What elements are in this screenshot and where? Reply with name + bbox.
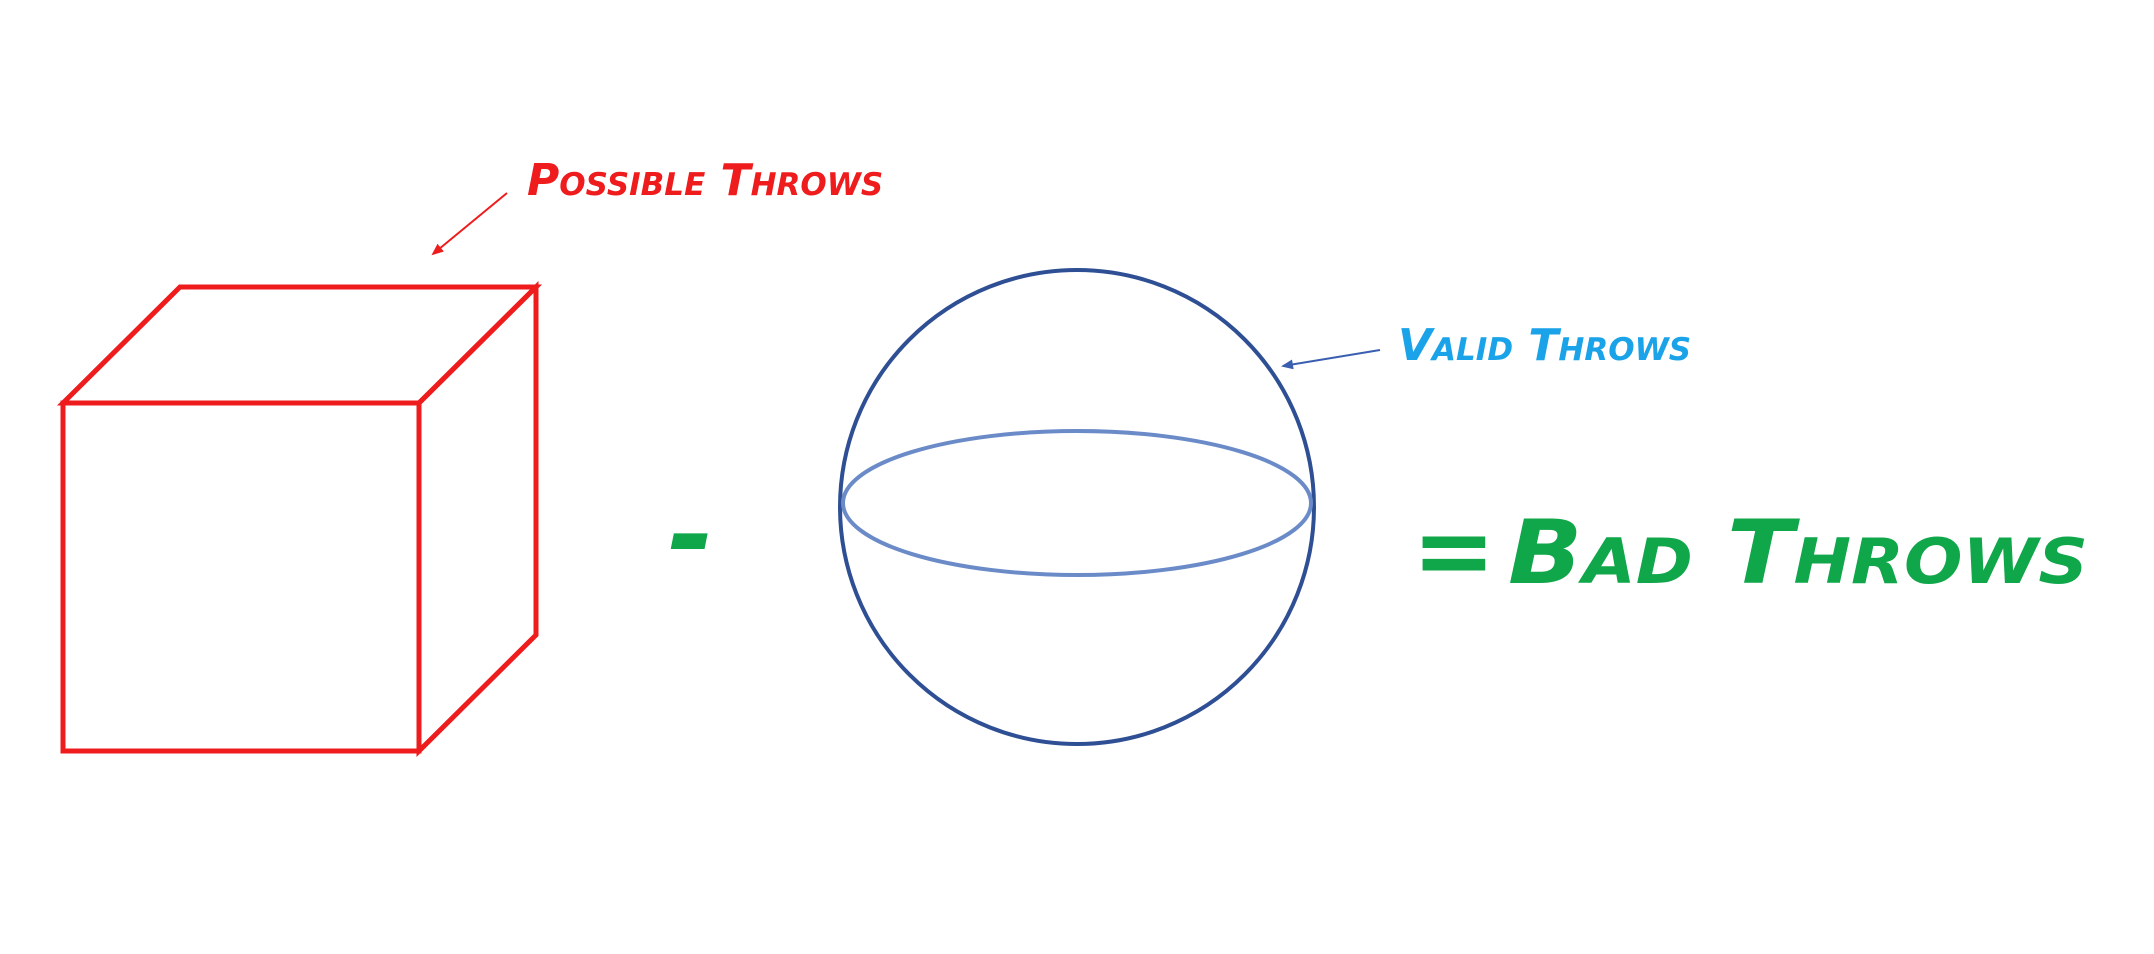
cube-top-face	[56, 284, 543, 406]
cube-side-face	[416, 281, 539, 757]
sphere-outline	[838, 268, 1316, 746]
possible-throws-arrow	[431, 192, 508, 256]
cube-front-face	[60, 400, 422, 754]
sphere-shape	[838, 268, 1316, 746]
valid-throws-arrow	[1281, 349, 1381, 370]
bad-throws-label: Bad Throws	[1508, 501, 2088, 604]
sphere-equator	[841, 429, 1313, 577]
cube-shape	[56, 281, 543, 757]
minus-sign: -	[668, 471, 714, 599]
possible-throws-label: Possible Throws	[527, 155, 883, 206]
equals-sign: =	[1412, 492, 1496, 609]
valid-throws-label: Valid Throws	[1398, 320, 1691, 371]
